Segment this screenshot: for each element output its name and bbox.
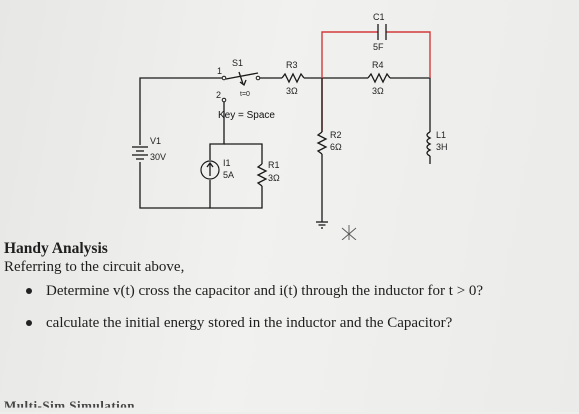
bullet-icon: [26, 288, 32, 294]
s1-time: t=0: [240, 91, 250, 98]
ground-symbol: [316, 221, 328, 229]
l1-label: L1: [436, 130, 446, 140]
wire-source-bottom: [209, 180, 263, 209]
s1-pin2: 2: [216, 90, 221, 100]
c1-label: C1: [373, 12, 385, 22]
wire-r1-top: [224, 143, 263, 164]
wire-r4-l1: [390, 77, 431, 132]
wire-switch2-down: [209, 102, 225, 160]
i1-label: I1: [223, 158, 231, 168]
question-list: Determine v(t) cross the capacitor and i…: [4, 282, 574, 332]
wire-left-top: [139, 77, 222, 145]
list-item: calculate the initial energy stored in t…: [4, 314, 574, 332]
i1-value: 5A: [223, 170, 234, 180]
r2-value: 6Ω: [330, 142, 342, 152]
resistor-r2-symbol: [316, 131, 328, 155]
current-source-i1-symbol: [200, 160, 220, 180]
c1-value: 5F: [373, 42, 384, 52]
s1-label: S1: [232, 58, 243, 68]
question-2-text: calculate the initial energy stored in t…: [46, 315, 453, 331]
circuit-schematic: V1 30V S1 1 2 t=0 Key = Space R3 3Ω R4 3…: [132, 12, 448, 240]
key-hint: Key = Space: [218, 110, 275, 121]
resistor-r1-symbol: [256, 163, 268, 187]
inductor-l1-symbol: [426, 131, 432, 157]
resistor-r4-symbol: [367, 72, 391, 84]
wire-cap-left: [321, 31, 378, 132]
switch-s1-symbol: [221, 71, 261, 103]
v1-label: V1: [150, 136, 161, 146]
r2-label: R2: [330, 130, 342, 140]
r1-value: 3Ω: [268, 173, 280, 183]
capacitor-c1-symbol: [377, 24, 387, 40]
r4-value: 3Ω: [372, 86, 384, 96]
question-1-text: Determine v(t) cross the capacitor and i…: [46, 283, 484, 299]
footer-heading: Multi-Sim Simulation: [4, 398, 135, 413]
l1-value: 3H: [436, 142, 448, 152]
r3-label: R3: [286, 60, 298, 70]
r1-label: R1: [268, 160, 280, 170]
section-heading: Handy Analysis: [4, 240, 108, 257]
wire-v1-bottom: [139, 162, 210, 209]
r4-label: R4: [372, 60, 384, 70]
bullet-icon: [26, 320, 32, 326]
wire-cap-right: [386, 31, 431, 78]
resistor-r3-symbol: [281, 72, 305, 84]
battery-v1-symbol: [132, 146, 148, 160]
intro-line: Referring to the circuit above,: [4, 259, 185, 275]
v1-value: 30V: [150, 152, 166, 162]
question-text-block: Handy Analysis Referring to the circuit …: [4, 240, 574, 346]
cursor-sparkle-icon: [341, 225, 357, 240]
s1-pin1: 1: [217, 66, 222, 76]
r3-value: 3Ω: [286, 86, 298, 96]
list-item: Determine v(t) cross the capacitor and i…: [4, 282, 574, 300]
